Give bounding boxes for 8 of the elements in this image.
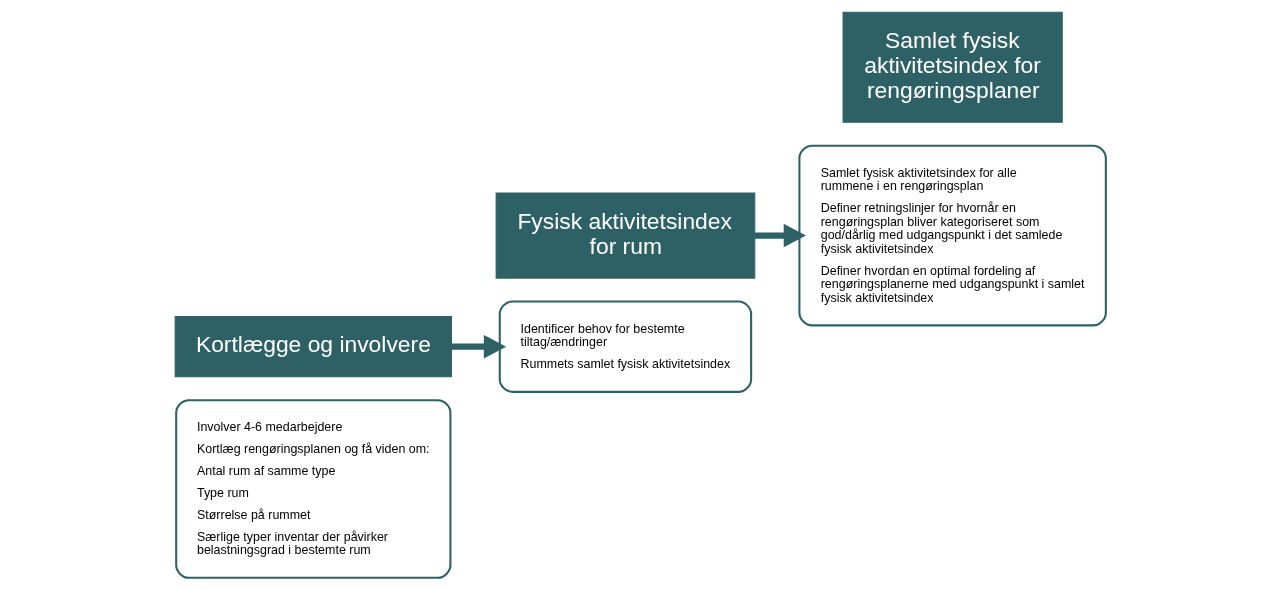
node-box: Fysisk aktivitetsindex for rum — [495, 192, 755, 279]
arrow — [754, 223, 806, 248]
node-box: Samlet fysisk aktivitetsindex for alle rummene i en rengøringsplan Definer retningslinjer for hvornår en rengøringsplan bliver kategoriseret som god/dårlig med udgangspunkt i det samlede fysisk aktivitetsindex Definer hvordan en optimal fordeling af rengøringsplanerne med udgangspunkt i samlet fysisk aktivitetsindex — [797, 144, 1107, 327]
arrow — [451, 334, 506, 359]
node-box: Involver 4-6 medarbejdere Kortlæg rengøringsplanen og få viden om: Antal rum af samme type Type rum Størrelse på rummet Særlige typer inventar der påvirker belastningsgrad i bestemte rum — [174, 399, 451, 579]
node-box: Identificer behov for bestemte tiltag/ændringer Rummets samlet fysisk aktivitetsindex — [498, 300, 752, 393]
node-box: Samlet fysisk aktivitetsindex for rengøringsplaner — [842, 11, 1063, 123]
node-box: Kortlægge og involvere — [174, 316, 452, 378]
